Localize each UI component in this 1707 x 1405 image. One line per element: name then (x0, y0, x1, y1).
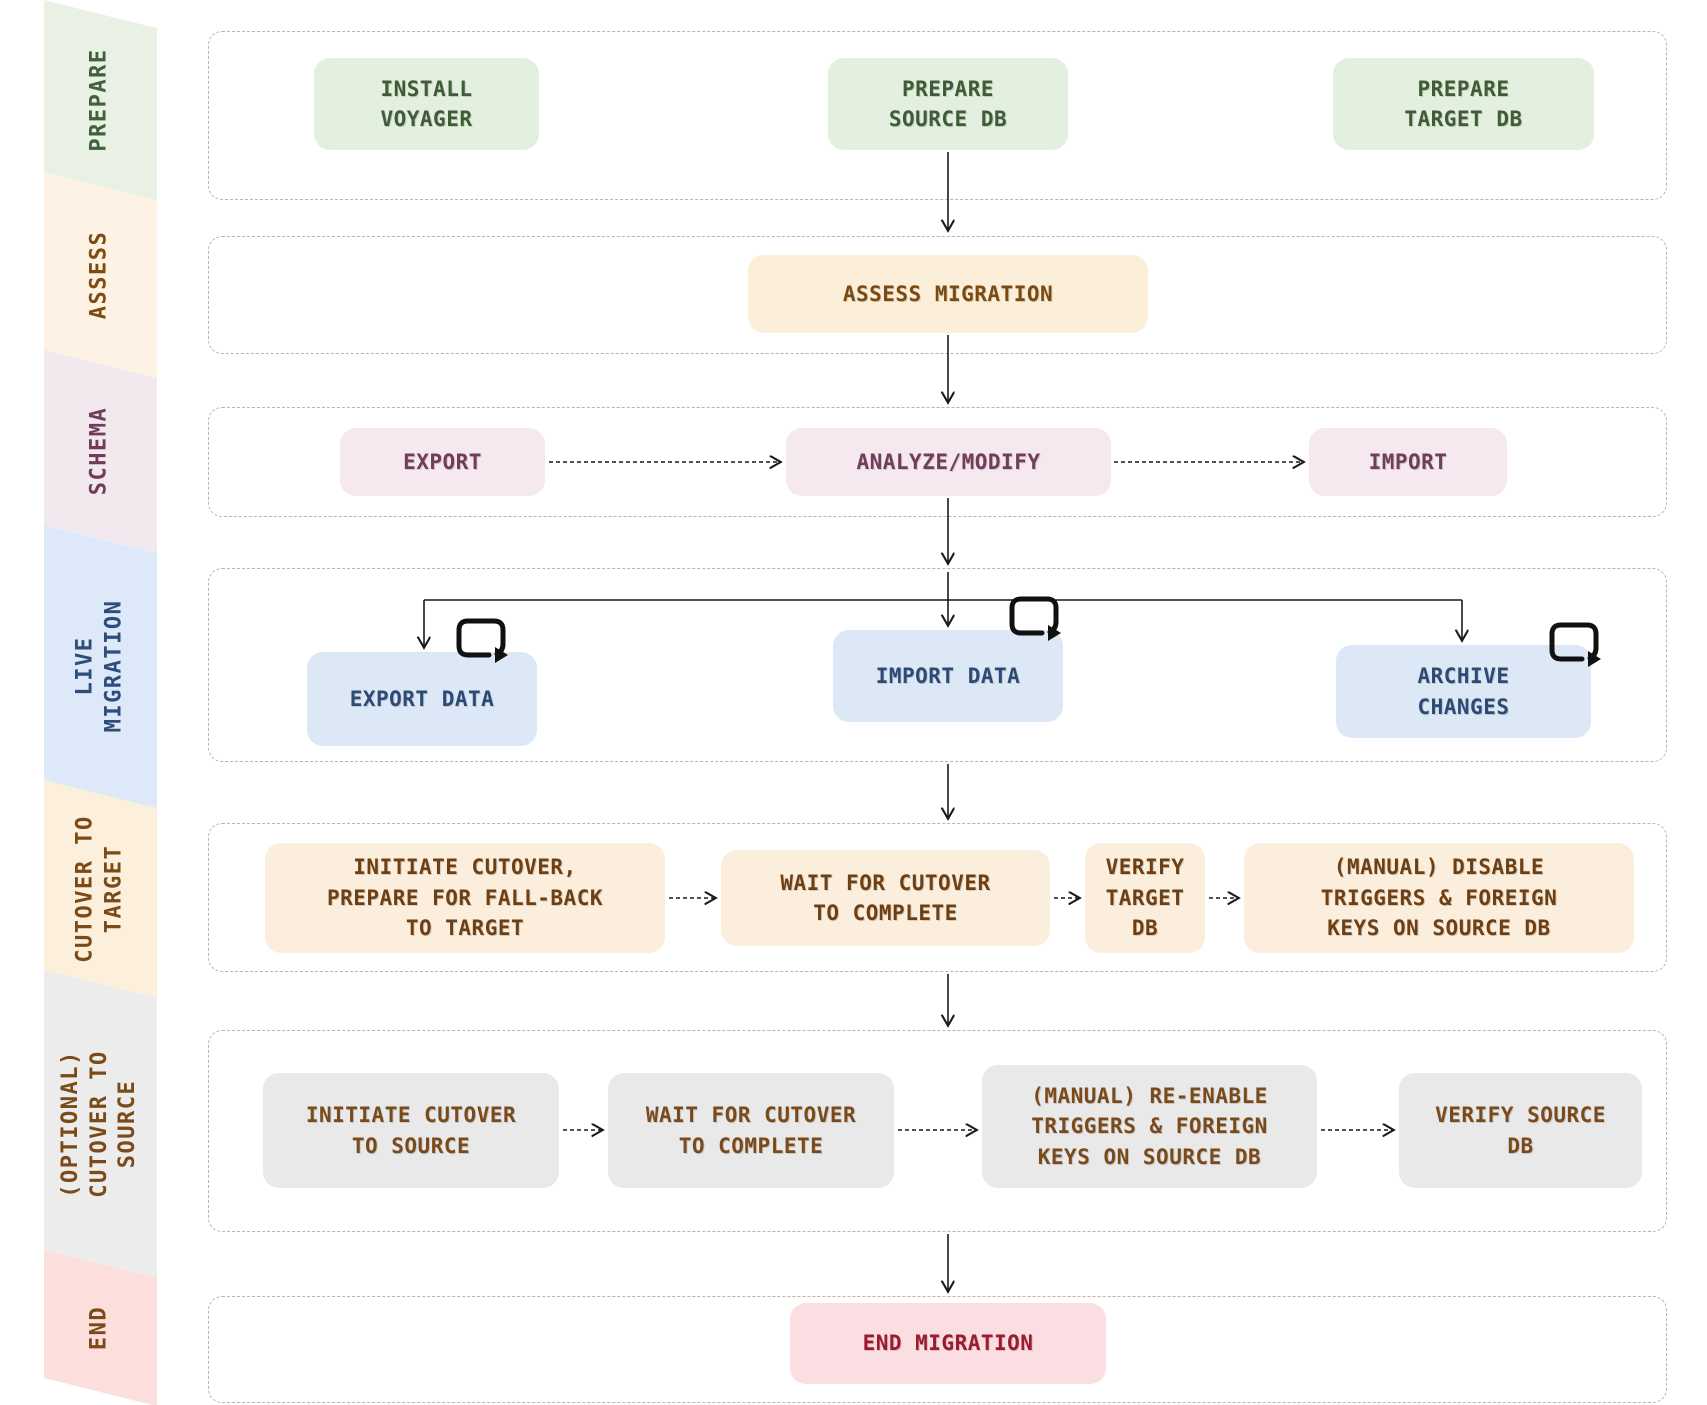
node-install-voyager: INSTALL VOYAGER (314, 58, 539, 150)
row-schema (208, 407, 1667, 517)
lane-label-cutover-to-source: (OPTIONAL) CUTOVER TO SOURCE (58, 1050, 141, 1198)
node-end-migration: END MIGRATION (790, 1303, 1106, 1384)
node-initiate-cutover-to-source: INITIATE CUTOVER TO SOURCE (263, 1073, 559, 1188)
node-manual-disable-triggers: (MANUAL) DISABLE TRIGGERS & FOREIGN KEYS… (1244, 843, 1634, 953)
node-analyze-modify-schema: ANALYZE/MODIFY (786, 428, 1111, 496)
node-import-schema: IMPORT (1309, 428, 1507, 496)
node-archive-changes: ARCHIVE CHANGES (1336, 645, 1591, 738)
lane-label-end: END (86, 1305, 112, 1351)
row-cutover-to-source (208, 1030, 1667, 1232)
row-assess (208, 236, 1667, 354)
lane-label-schema: SCHEMA (86, 406, 112, 496)
node-prepare-source-db: PREPARE SOURCE DB (828, 58, 1068, 150)
row-prepare (208, 31, 1667, 200)
node-export-schema: EXPORT (340, 428, 545, 496)
node-assess-migration: ASSESS MIGRATION (748, 255, 1148, 333)
node-verify-source-db: VERIFY SOURCE DB (1399, 1073, 1642, 1188)
node-verify-target-db: VERIFY TARGET DB (1085, 843, 1205, 953)
node-wait-cutover-target: WAIT FOR CUTOVER TO COMPLETE (721, 850, 1050, 946)
row-end (208, 1296, 1667, 1403)
row-live-migration (208, 568, 1667, 762)
lane-label-live-migration: LIVE MIGRATION (72, 599, 126, 733)
node-wait-cutover-source: WAIT FOR CUTOVER TO COMPLETE (608, 1073, 894, 1188)
node-import-data: IMPORT DATA (833, 630, 1063, 722)
row-cutover-to-target (208, 823, 1667, 972)
node-export-data: EXPORT DATA (307, 652, 537, 746)
node-manual-reenable-triggers: (MANUAL) RE-ENABLE TRIGGERS & FOREIGN KE… (982, 1065, 1317, 1188)
lane-label-prepare: PREPARE (86, 48, 112, 152)
node-prepare-target-db: PREPARE TARGET DB (1333, 58, 1594, 150)
lane-label-assess: ASSESS (86, 230, 112, 320)
node-initiate-cutover-to-target: INITIATE CUTOVER, PREPARE FOR FALL-BACK … (265, 843, 665, 953)
lane-label-cutover-to-target: CUTOVER TO TARGET (72, 815, 126, 963)
